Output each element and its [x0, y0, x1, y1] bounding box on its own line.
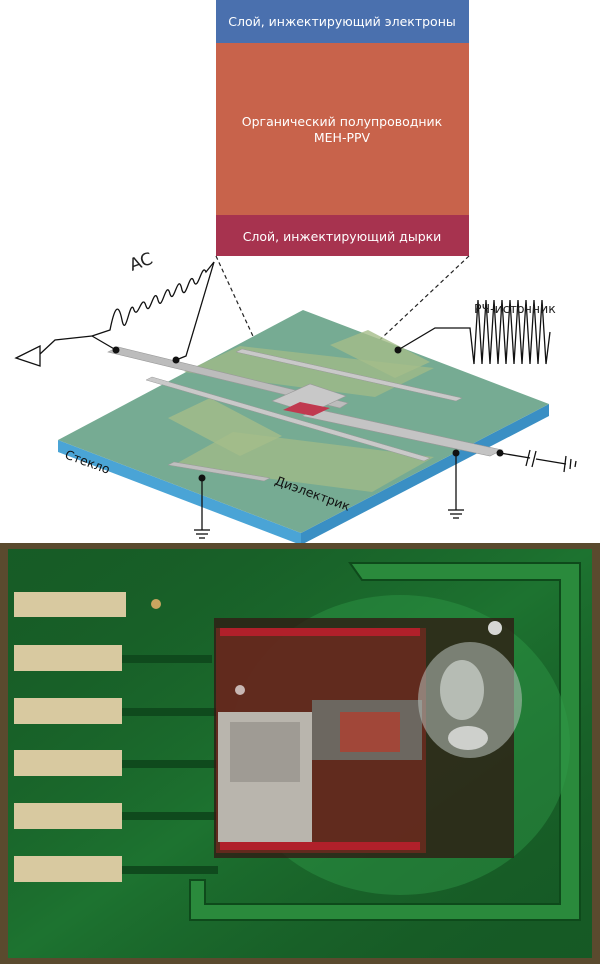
electron-injection-layer [216, 0, 469, 43]
glass-right-edge [301, 404, 549, 545]
semiconductor-label-line2: MEH-PPV [314, 130, 371, 145]
capacitor-plate-1 [525, 449, 531, 467]
ground-right-1 [563, 455, 567, 473]
trace-2 [122, 655, 212, 663]
semiconductor-layer [216, 43, 469, 215]
hole-injection-layer [216, 215, 469, 256]
traces [122, 655, 218, 874]
glare-spot [488, 621, 502, 635]
hole-layer-label: Слой, инжектирующий дырки [243, 229, 442, 244]
bottom-electrode [167, 461, 271, 482]
rf-signal-wave [397, 299, 551, 365]
electrodes [107, 346, 503, 482]
via-hole [151, 599, 161, 609]
droplet-highlight [440, 660, 484, 720]
rf-source-label: РЧ-источник [474, 301, 556, 316]
layer-stack: Слой, инжектирующий электроны Органическ… [216, 0, 469, 256]
capacitor-wire-1 [499, 452, 531, 459]
device-photo [0, 543, 600, 964]
left-ground-icon [14, 344, 41, 367]
wires [39, 261, 577, 539]
droplet-reflection [448, 726, 488, 750]
red-edge-bottom [220, 842, 420, 850]
ac-signal-wave [91, 261, 215, 337]
capacitor-wire-2 [535, 458, 567, 465]
dielectric-band-right [330, 330, 430, 378]
electron-layer-label: Слой, инжектирующий электроны [228, 14, 455, 29]
glass-left-edge [58, 440, 301, 545]
pad-5 [14, 803, 122, 829]
glare-spot-2 [235, 685, 245, 695]
trace-3 [122, 708, 218, 716]
capacitor-plate-2 [531, 450, 537, 468]
pad-6 [14, 856, 122, 882]
silver-shadow [230, 722, 300, 782]
ground-right-3 [574, 460, 577, 468]
left-ground-wire [39, 335, 93, 355]
pad-4 [14, 750, 122, 776]
active-glow [340, 712, 400, 752]
pad-3 [14, 698, 122, 724]
trace-5 [122, 812, 218, 820]
contact-pads [14, 592, 126, 882]
dielectric-band-left [168, 398, 282, 456]
red-edge-top [220, 628, 420, 636]
rf-strip-lower [145, 376, 431, 462]
pad-2 [14, 645, 122, 671]
active-area [283, 402, 330, 416]
dielectric-band-top [184, 346, 434, 397]
trace-4 [122, 760, 218, 768]
semiconductor-label-line1: Органический полупроводник [242, 114, 443, 129]
rf-strip-upper [235, 348, 463, 402]
ac-wire-right [175, 261, 215, 361]
ac-wire-left [91, 335, 117, 351]
trace-6 [122, 866, 218, 874]
ground-right-2 [569, 458, 572, 470]
ground-ring [189, 562, 581, 921]
pad-1 [14, 592, 126, 617]
